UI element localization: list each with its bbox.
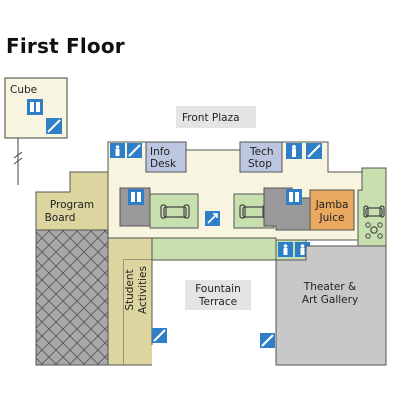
stairs-icon	[46, 118, 62, 134]
walkway-line	[13, 138, 23, 185]
tech-stop-label-2: Stop	[248, 158, 272, 170]
jamba-juice-label-1: Jamba	[315, 199, 349, 211]
student-activities-label-1: Student	[124, 269, 136, 310]
lounge-far-right[interactable]	[357, 167, 387, 247]
jamba-juice[interactable]: Jamba Juice	[309, 189, 355, 231]
info-desk[interactable]: Info Desk	[145, 141, 187, 173]
info-desk-label-1: Info	[150, 146, 170, 158]
fountain-terrace-label-2: Terrace	[198, 296, 237, 308]
stairs-icon	[306, 143, 322, 159]
elevator-icon	[27, 99, 43, 115]
program-board-label-1: Program	[50, 199, 94, 211]
info-desk-label-2: Desk	[150, 158, 177, 170]
restroom-icon	[286, 143, 302, 159]
sofa-icon	[363, 205, 385, 218]
lounge-left[interactable]	[149, 193, 199, 229]
stairs-icon	[152, 328, 167, 343]
cube-label: Cube	[10, 84, 37, 96]
theater-label-1: Theater &	[303, 281, 356, 293]
elevator-icon	[128, 189, 144, 205]
page-title: First Floor	[6, 34, 125, 58]
front-plaza-label: Front Plaza	[182, 112, 240, 124]
student-activities-label-2: Activities	[137, 266, 149, 314]
fountain-terrace-label-1: Fountain	[195, 283, 241, 295]
theater-label-2: Art Gallery	[302, 294, 358, 306]
elevator-icon	[110, 143, 125, 158]
tech-stop[interactable]: Tech Stop	[239, 141, 283, 173]
cube-room[interactable]: Cube	[4, 77, 68, 139]
jamba-juice-label-2: Juice	[319, 212, 345, 224]
restricted-area	[35, 229, 109, 366]
table-icon	[365, 222, 383, 239]
restroom-icon	[278, 242, 293, 257]
theater-art-gallery[interactable]: Theater & Art Gallery	[275, 245, 387, 366]
elevator-icon	[286, 189, 302, 205]
sofa-icon	[160, 204, 190, 219]
program-board-label-2: Board	[45, 212, 76, 224]
program-board[interactable]: Program Board	[35, 171, 109, 231]
student-activities[interactable]: Student Activities	[107, 237, 153, 366]
tech-stop-label-1: Tech	[249, 146, 274, 158]
front-plaza: Front Plaza	[176, 106, 256, 128]
stairs-icon	[127, 143, 142, 158]
stair-arrow-icon	[205, 211, 220, 226]
stairs-icon	[260, 333, 275, 348]
fountain-terrace[interactable]: Fountain Terrace	[185, 280, 251, 310]
